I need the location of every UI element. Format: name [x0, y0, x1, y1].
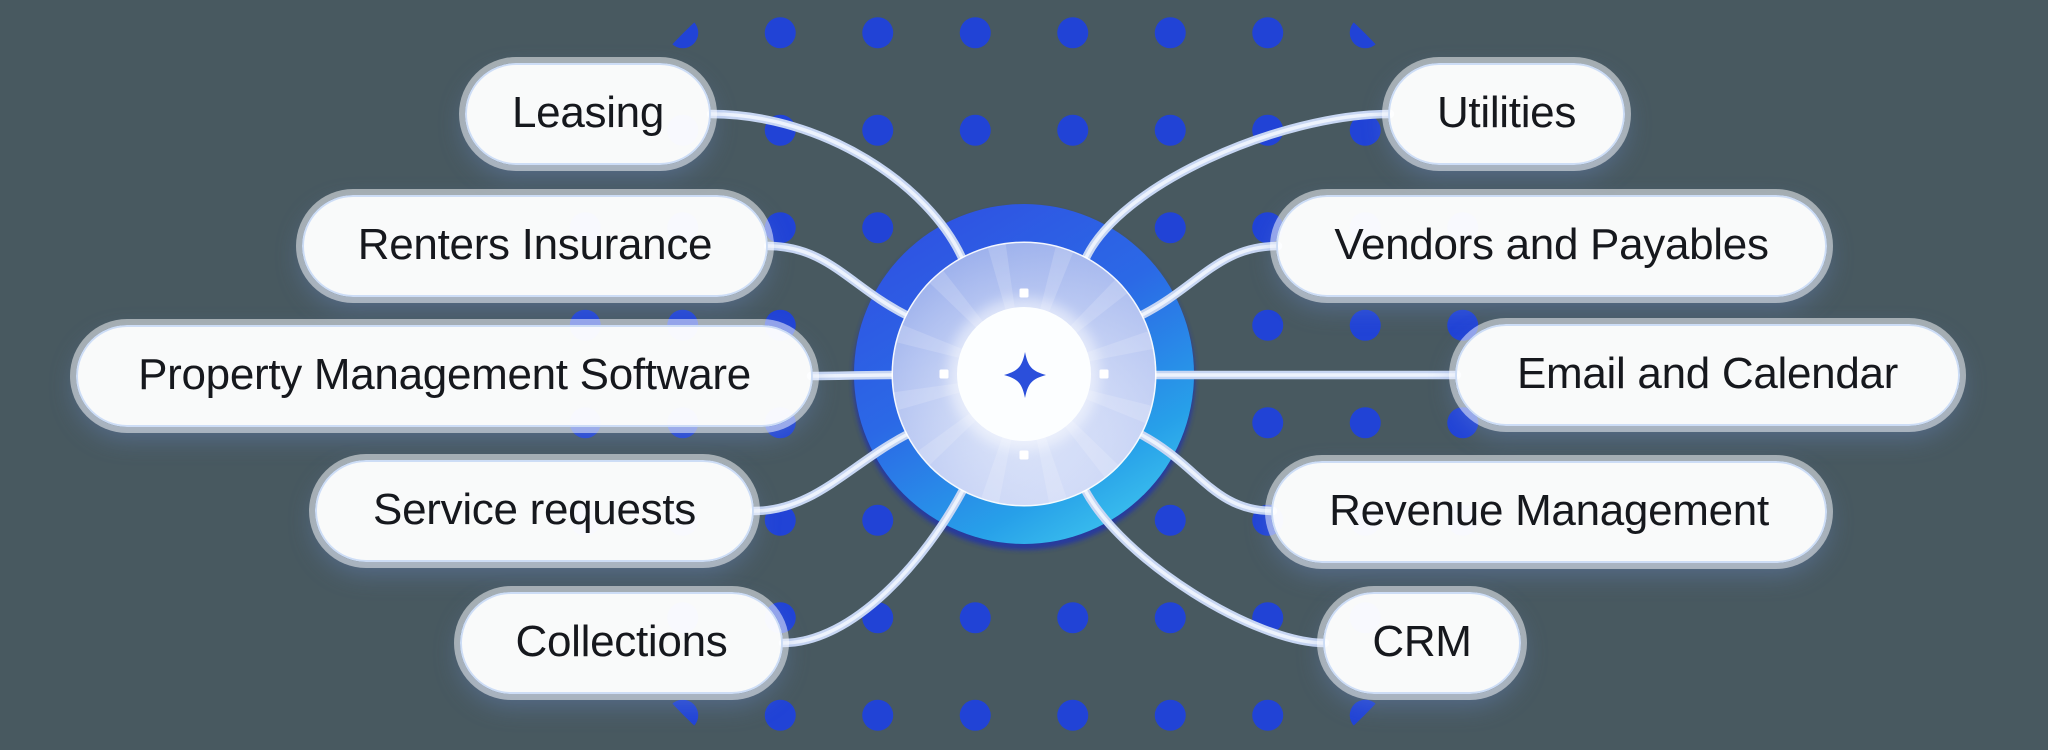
dot	[862, 699, 894, 731]
dot	[472, 17, 503, 48]
dot	[862, 504, 894, 536]
dot	[764, 699, 796, 731]
handle-squares	[939, 288, 1109, 460]
dot	[1545, 602, 1576, 633]
dot	[1447, 407, 1479, 439]
pill-label: Property Management Software	[138, 349, 751, 399]
pill-label: Service requests	[373, 484, 696, 534]
pill-label: Leasing	[511, 87, 665, 137]
pill-label: Email and Calendar	[1516, 348, 1899, 398]
pill-crm: CRM	[1323, 592, 1521, 694]
dot	[959, 17, 991, 49]
dot	[1349, 699, 1381, 731]
dot	[1349, 309, 1381, 341]
dot	[569, 699, 601, 731]
dot	[1447, 17, 1479, 49]
pill-vendors-and-payables: Vendors and Payables	[1276, 195, 1827, 297]
connector-collections	[781, 488, 965, 645]
dot	[472, 700, 503, 731]
dot	[1154, 114, 1186, 146]
connector-vendors-and-payables	[1138, 244, 1280, 318]
sparkle-icon	[1004, 352, 1046, 398]
dot	[1447, 309, 1479, 341]
connector-crm	[1083, 488, 1327, 645]
pill-label: Revenue Management	[1329, 485, 1769, 535]
dot	[1154, 17, 1186, 49]
dot	[1252, 309, 1284, 341]
handle-square-bottom	[1019, 450, 1029, 460]
dot	[569, 17, 601, 49]
dot	[1057, 114, 1089, 146]
dot	[1349, 407, 1381, 439]
handle-square-left	[939, 369, 949, 379]
pill-revenue-management: Revenue Management	[1271, 461, 1827, 563]
connector-renters-insurance	[766, 244, 910, 318]
dot	[667, 17, 699, 49]
pill-label: Collections	[515, 616, 728, 666]
dot	[1057, 699, 1089, 731]
dot	[1349, 17, 1381, 49]
dot	[764, 212, 796, 244]
dot	[1252, 699, 1284, 731]
connector-service-requests	[752, 432, 910, 513]
dot	[862, 212, 894, 244]
dot	[862, 17, 894, 49]
dot	[1545, 700, 1576, 731]
dot	[1154, 602, 1186, 634]
dot	[959, 699, 991, 731]
dot	[1252, 212, 1284, 244]
handle-square-right	[1099, 369, 1109, 379]
connector-utilities	[1083, 112, 1392, 262]
dot	[1057, 17, 1089, 49]
dot	[959, 114, 991, 146]
dot	[862, 114, 894, 146]
dot	[1545, 17, 1576, 48]
handle-square-top	[1019, 288, 1029, 298]
connector-revenue-management	[1138, 432, 1275, 513]
dot	[1154, 699, 1186, 731]
dot	[1349, 114, 1381, 146]
dot	[1252, 407, 1284, 439]
pill-service-requests: Service requests	[315, 460, 754, 562]
pill-collections: Collections	[460, 592, 783, 694]
pill-utilities: Utilities	[1388, 63, 1625, 165]
pill-renters-insurance: Renters Insurance	[302, 195, 768, 297]
dot	[1057, 602, 1089, 634]
connector-leasing	[709, 112, 965, 262]
pill-label: CRM	[1372, 616, 1472, 666]
pill-leasing: Leasing	[465, 63, 711, 165]
dot	[667, 699, 699, 731]
pill-label: Vendors and Payables	[1334, 219, 1769, 269]
connector-property-management-software	[809, 373, 896, 378]
dot	[959, 602, 991, 634]
pill-email-and-calendar: Email and Calendar	[1455, 324, 1960, 426]
pill-label: Utilities	[1436, 87, 1577, 137]
dot	[1154, 212, 1186, 244]
dot	[1154, 504, 1186, 536]
connector-lines	[706, 109, 1462, 648]
dot	[764, 17, 796, 49]
pill-property-management-software: Property Management Software	[76, 325, 813, 427]
dot	[1252, 17, 1284, 49]
pill-label: Renters Insurance	[357, 219, 713, 269]
dot	[1447, 699, 1479, 731]
